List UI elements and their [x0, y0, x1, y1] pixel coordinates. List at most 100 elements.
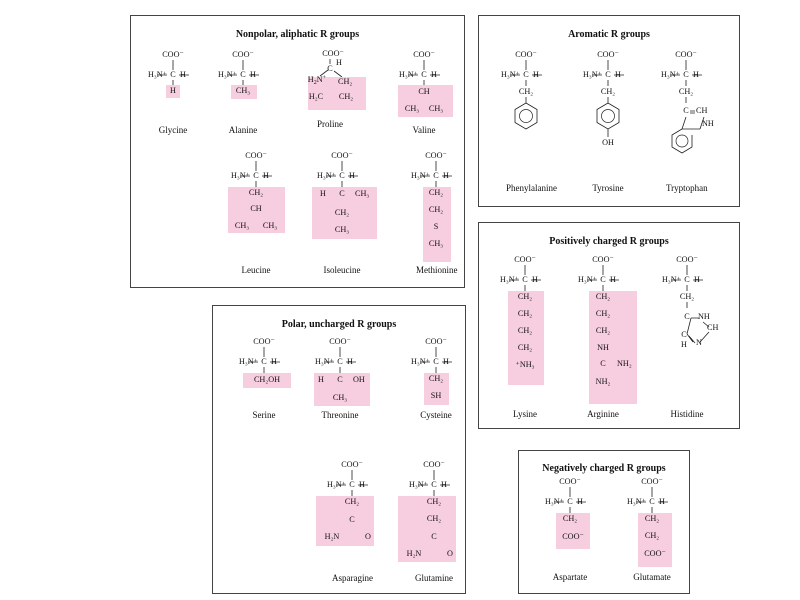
- amino-group: H₃N⁺: [314, 357, 334, 366]
- r-group-atom: CH₂: [644, 531, 660, 540]
- panel-title: Aromatic R groups: [568, 29, 650, 40]
- alpha-hydrogen: H: [694, 275, 700, 284]
- amino-acid-name: Aspartate: [552, 572, 588, 582]
- alpha-carbon: C: [421, 70, 427, 79]
- amino-group: H₃N⁺: [582, 70, 602, 79]
- alpha-carbon: C: [567, 497, 573, 506]
- r-group-atom: CH: [418, 87, 430, 96]
- amino-group: H₃N⁺: [408, 480, 428, 489]
- alpha-carbon: C: [349, 480, 355, 489]
- alpha-carbon: C: [433, 357, 439, 366]
- r-group-atom: H: [170, 86, 176, 95]
- r-group-atom: CH: [696, 106, 708, 115]
- carboxylate-group: COO⁻: [425, 151, 447, 160]
- amino-group: H₃N⁺: [410, 171, 430, 180]
- alpha-hydrogen: H: [336, 58, 342, 67]
- alpha-hydrogen: H: [359, 480, 365, 489]
- alpha-hydrogen: H: [349, 171, 355, 180]
- alpha-hydrogen: H: [659, 497, 665, 506]
- carboxylate-group: COO⁻: [341, 460, 363, 469]
- bond-lines: [408, 60, 440, 105]
- alpha-carbon: C: [327, 64, 333, 73]
- bond-lines: [420, 347, 452, 390]
- alpha-hydrogen: H: [532, 275, 538, 284]
- alpha-carbon: C: [253, 171, 259, 180]
- bond-lines: [248, 347, 280, 373]
- amino-acid-name: Histidine: [670, 409, 704, 419]
- amino-acid-name: Glycine: [158, 125, 188, 135]
- alpha-carbon: C: [605, 70, 611, 79]
- amino-group: H₃N⁺: [544, 497, 564, 506]
- r-group-atom: CH₂: [248, 188, 264, 197]
- bond-lines: [227, 60, 259, 85]
- r-group-atom: CH₂: [679, 292, 695, 301]
- alpha-hydrogen: H: [577, 497, 583, 506]
- r-group-highlight: [228, 187, 285, 233]
- r-group-atom: C: [339, 189, 345, 198]
- amino-group: H₃N⁺: [147, 70, 167, 79]
- amino-acid-name: Asparagine: [332, 573, 373, 583]
- carboxylate-group: COO⁻: [232, 50, 254, 59]
- panel-nonpolar: Nonpolar, aliphatic R groups: [130, 15, 465, 288]
- r-group-highlight: [638, 513, 672, 567]
- amino-acid-name: Valine: [412, 125, 436, 135]
- amino-acid-name: Glutamate: [633, 572, 671, 582]
- alpha-carbon: C: [683, 70, 689, 79]
- r-group-highlight: [589, 291, 637, 404]
- amino-group: H₃N⁺: [577, 275, 597, 284]
- alpha-hydrogen: H: [263, 171, 269, 180]
- r-group-atom: H₂N: [324, 532, 340, 541]
- r-group-atom: CH₂: [644, 514, 660, 523]
- r-group-atom: C: [349, 515, 355, 524]
- amino-group: H₃N⁺: [661, 275, 681, 284]
- r-group-atom: NH: [698, 312, 710, 321]
- amino-group: H₃N⁺: [500, 70, 520, 79]
- amino-acid-name: Glutamine: [415, 573, 453, 583]
- r-group-atom: CH₂OH: [253, 375, 281, 384]
- amino-acid-name: Threonine: [321, 410, 359, 420]
- alpha-hydrogen: H: [250, 70, 256, 79]
- r-group-atom: CH₂: [338, 92, 354, 101]
- amino-group: H₃N⁺: [660, 70, 680, 79]
- panel-title: Polar, uncharged R groups: [281, 319, 397, 330]
- bond-lines: [670, 60, 705, 154]
- r-group-atom: CH₂: [517, 343, 533, 352]
- amino-group: H₃N⁺: [626, 497, 646, 506]
- bond-lines: [157, 60, 189, 85]
- panel-title: Positively charged R groups: [549, 236, 669, 247]
- r-group-atom: CH₃: [262, 221, 278, 230]
- alpha-carbon: C: [649, 497, 655, 506]
- panel-title: Negatively charged R groups: [542, 463, 666, 474]
- amino-acid-name: Alanine: [228, 125, 258, 135]
- r-group-highlight: [312, 187, 377, 239]
- r-group-atom: NH₂: [617, 359, 632, 368]
- alpha-carbon: C: [337, 357, 343, 366]
- alpha-hydrogen: H: [271, 357, 277, 366]
- r-group-atom: CH₂: [426, 497, 442, 506]
- amino-group: H2N+: [307, 75, 326, 86]
- r-group-atom: CH₂: [518, 87, 534, 96]
- r-group-atom: C: [337, 375, 343, 384]
- carboxylate-group: COO⁻: [514, 255, 536, 264]
- amino-group: H₃N⁺: [230, 171, 250, 180]
- alpha-carbon: C: [261, 357, 267, 366]
- amino-acid-name: Lysine: [513, 409, 537, 419]
- r-group-highlight: [166, 85, 180, 98]
- r-group-atom: OH: [353, 375, 365, 384]
- r-group-highlight: [243, 373, 291, 388]
- amino-group: H₃N⁺: [398, 70, 418, 79]
- carboxylate-group: COO⁻: [253, 337, 275, 346]
- r-group-highlight: [508, 291, 544, 385]
- carboxylate-group: COO⁻: [675, 50, 697, 59]
- r-group-highlight: [398, 85, 453, 117]
- amino-acid-name: Serine: [252, 410, 276, 420]
- amino-acid-name: Proline: [317, 119, 343, 129]
- r-group-atom: C: [681, 330, 687, 339]
- amino-acid-name: Cysteine: [420, 410, 452, 420]
- r-group-atom: NH: [702, 119, 714, 128]
- carboxylate-group: COO⁻: [676, 255, 698, 264]
- r-group-atom: O: [447, 549, 453, 558]
- r-group-atom: CH₂: [562, 514, 578, 523]
- r-group-atom: CH₂: [428, 205, 444, 214]
- r-group-atom: CH₃: [404, 104, 420, 113]
